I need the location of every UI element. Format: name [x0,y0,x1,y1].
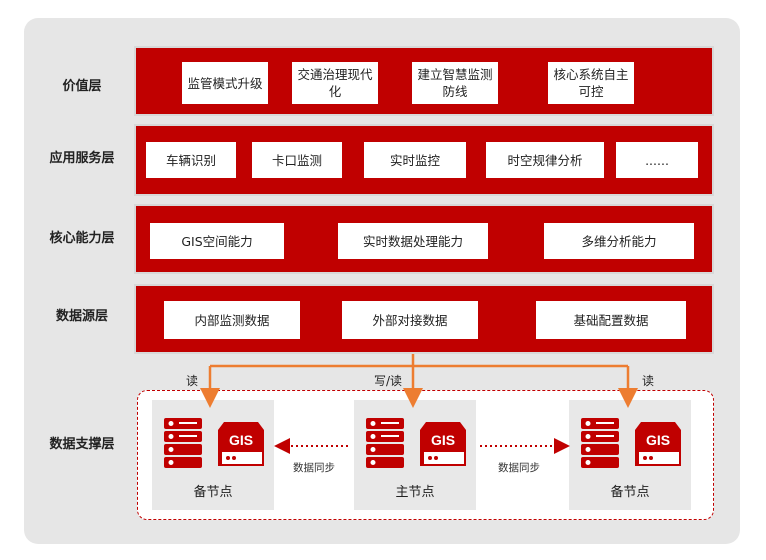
datasource-item: 外部对接数据 [342,301,478,339]
value-item: 核心系统自主可控 [548,62,634,104]
core-item: GIS空间能力 [150,223,284,259]
application-item: ...... [616,142,698,178]
gis-icon-text: GIS [646,432,670,448]
value-item: 监管模式升级 [182,62,268,104]
server-gis-icon: GIS [581,418,681,468]
value-item: 建立智慧监测防线 [412,62,498,104]
datasource-item: 基础配置数据 [536,301,686,339]
backup-node: GIS 备节点 [569,400,691,510]
core-layer-band: GIS空间能力 实时数据处理能力 多维分析能力 [134,204,714,274]
server-gis-icon: GIS [164,418,264,468]
support-layer-label: 数据支撑层 [49,437,115,452]
application-item: 时空规律分析 [486,142,604,178]
application-item: 车辆识别 [146,142,236,178]
primary-node-label: 主节点 [395,485,435,500]
backup-node: GIS 备节点 [152,400,274,510]
server-gis-icon: GIS [366,418,466,468]
backup-node-label: 备节点 [610,485,650,500]
application-layer-band: 车辆识别 卡口监测 实时监控 时空规律分析 ...... [134,124,714,196]
application-layer-label: 应用服务层 [49,151,115,166]
read-label: 读 [642,374,655,388]
sync-label: 数据同步 [293,462,335,474]
datasource-item: 内部监测数据 [164,301,300,339]
read-label: 读 [186,374,199,388]
gis-icon-text: GIS [229,432,253,448]
application-item: 卡口监测 [252,142,342,178]
application-item: 实时监控 [364,142,466,178]
backup-node-label: 备节点 [193,485,233,500]
core-layer-label: 核心能力层 [49,231,115,246]
write-read-label: 写/读 [374,374,403,388]
value-layer-band: 监管模式升级 交通治理现代化 建立智慧监测防线 核心系统自主可控 [134,46,714,116]
sync-label: 数据同步 [498,462,540,474]
core-item: 实时数据处理能力 [338,223,488,259]
primary-node: GIS 主节点 [354,400,476,510]
core-item: 多维分析能力 [544,223,694,259]
datasource-layer-band: 内部监测数据 外部对接数据 基础配置数据 [134,284,714,354]
gis-icon-text: GIS [431,432,455,448]
datasource-layer-label: 数据源层 [55,309,108,324]
value-item: 交通治理现代化 [292,62,378,104]
value-layer-label: 价值层 [62,79,102,94]
